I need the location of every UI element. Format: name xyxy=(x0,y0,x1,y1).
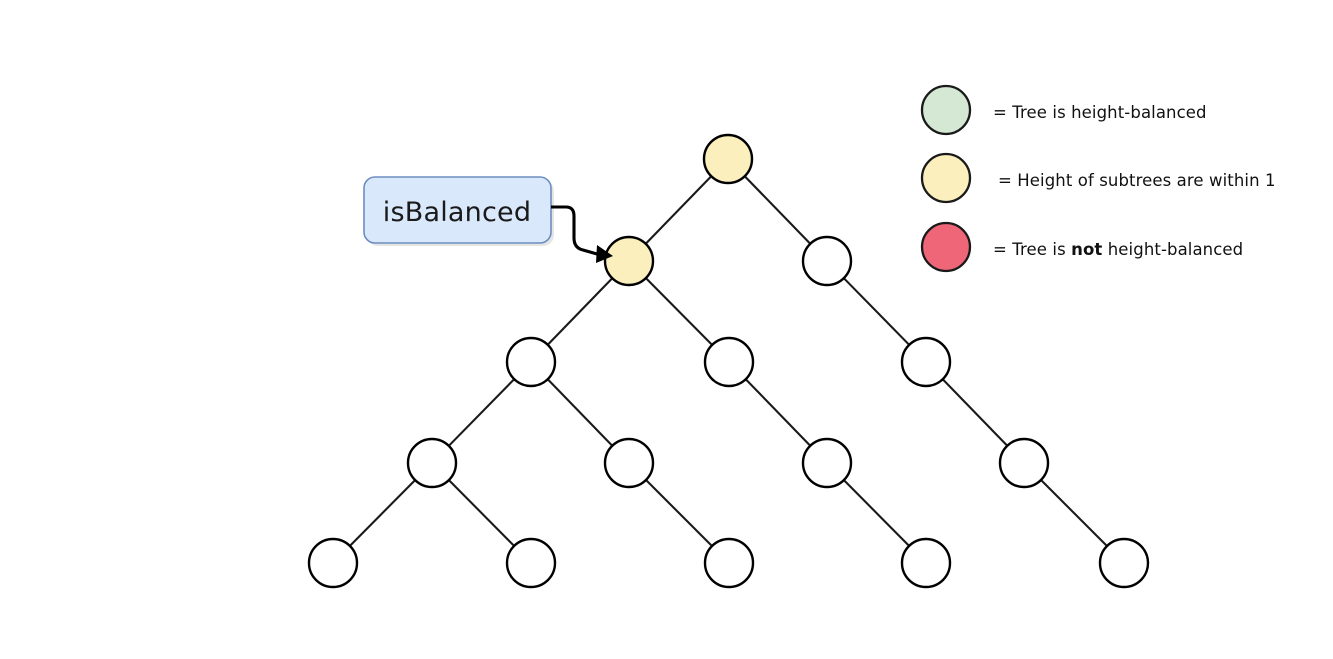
tree-edge xyxy=(940,377,1010,448)
tree-edge xyxy=(842,276,911,347)
legend-group: = Tree is height-balanced = Height of sub… xyxy=(920,84,1276,273)
tree-node-l3-b[interactable] xyxy=(703,336,755,388)
tree-node-leaf-c[interactable] xyxy=(703,537,755,589)
tree-edge xyxy=(1039,478,1109,548)
legend-swatch-red-circle xyxy=(920,221,972,273)
tree-edge xyxy=(644,478,714,548)
tree-edge xyxy=(348,478,417,548)
tree-nodes-group xyxy=(307,133,1150,589)
legend-label: = Tree is height-balanced xyxy=(993,103,1207,122)
tree-edge xyxy=(742,174,813,246)
tree-node-leaf-e[interactable] xyxy=(1098,537,1150,589)
callout-label: isBalanced xyxy=(383,197,531,228)
tree-edge xyxy=(842,478,911,548)
tree-edges-group xyxy=(348,174,1109,548)
legend-label: = Tree is not height-balanced xyxy=(993,240,1243,259)
legend-swatch-green-circle xyxy=(920,84,972,136)
callout-arrow-line xyxy=(551,205,598,256)
tree-edge xyxy=(545,377,615,448)
tree-edge xyxy=(743,377,813,448)
callout-group: isBalanced xyxy=(363,176,613,263)
legend-label: = Height of subtrees are within 1 xyxy=(998,171,1276,190)
tree-node-root[interactable] xyxy=(702,133,754,185)
tree-node-right-child[interactable] xyxy=(801,235,853,287)
tree-edge xyxy=(545,276,615,347)
tree-edge xyxy=(644,276,714,347)
tree-node-l4-c[interactable] xyxy=(801,437,853,489)
callout-arrowhead-icon xyxy=(596,245,613,263)
tree-node-leaf-b[interactable] xyxy=(505,537,557,589)
tree-node-l3-c[interactable] xyxy=(900,336,952,388)
tree-edge xyxy=(643,174,714,246)
tree-edge xyxy=(447,478,516,548)
callout-box[interactable] xyxy=(363,176,552,244)
tree-node-leaf-a[interactable] xyxy=(307,537,359,589)
tree-node-l4-a[interactable] xyxy=(406,437,458,489)
legend-swatch-yellow-circle xyxy=(920,152,972,204)
tree-edge xyxy=(447,377,516,448)
tree-node-l4-d[interactable] xyxy=(998,437,1050,489)
tree-node-l4-b[interactable] xyxy=(603,437,655,489)
tree-node-l3-a[interactable] xyxy=(505,336,557,388)
tree-node-leaf-d[interactable] xyxy=(900,537,952,589)
tree-node-left-child[interactable] xyxy=(603,235,655,287)
